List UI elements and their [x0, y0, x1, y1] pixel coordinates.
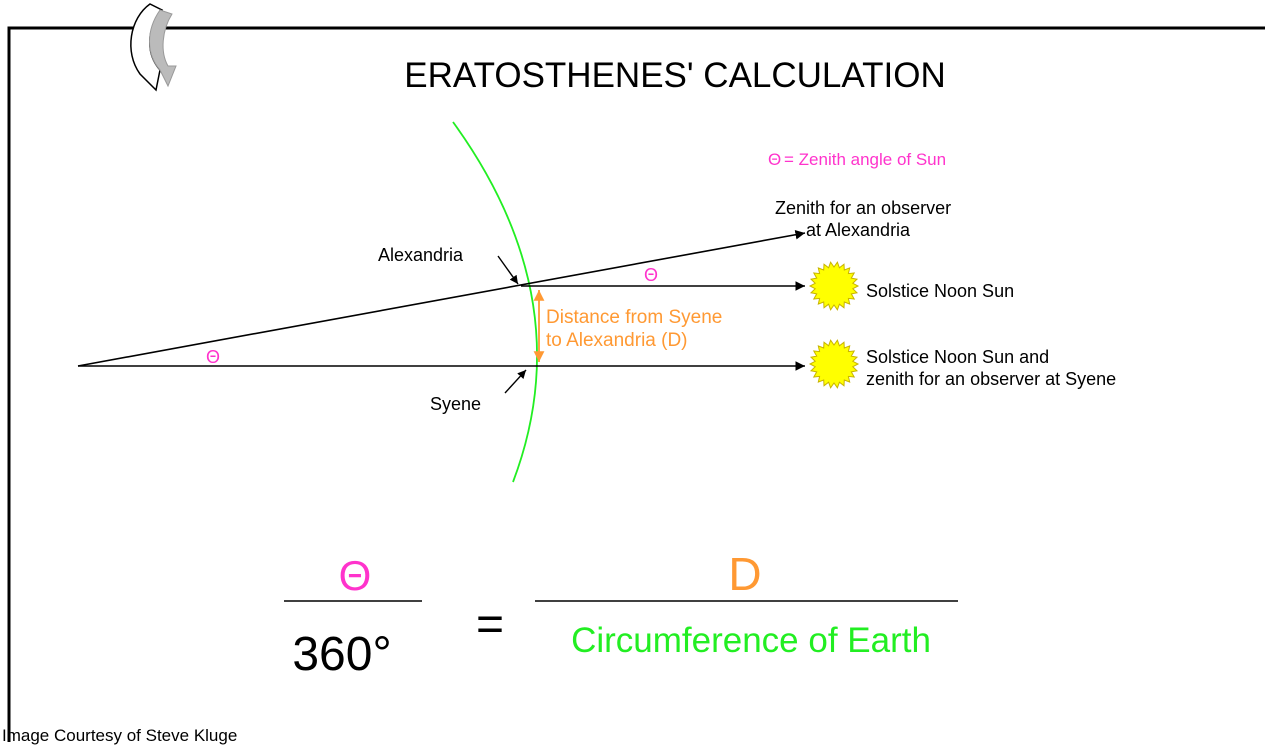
alexandria-pointer	[497, 255, 519, 285]
syene-label: Syene	[430, 394, 481, 414]
equation-d: D	[728, 548, 761, 600]
legend-text: = Zenith angle of Sun	[784, 150, 946, 169]
sun-icon-lower	[808, 339, 860, 389]
zenith-label-line2: at Alexandria	[806, 220, 911, 240]
alexandria-label: Alexandria	[378, 245, 464, 265]
syene-pointer	[504, 369, 527, 394]
equation-circumference: Circumference of Earth	[571, 621, 931, 660]
earth-surface-arc	[452, 121, 538, 483]
legend-theta: Θ	[768, 150, 781, 169]
equation-theta: Θ	[339, 552, 372, 599]
image-credit-caption: Image Courtesy of Steve Kluge	[2, 726, 238, 745]
sun-lower-label-line2: zenith for an observer at Syene	[866, 369, 1116, 389]
curved-arrow-icon[interactable]	[130, 3, 177, 92]
sun-icon-upper	[808, 261, 860, 311]
frame-border	[7, 26, 1265, 742]
zenith-ray-alexandria	[77, 230, 806, 367]
theta-upper-label: Θ	[644, 265, 658, 285]
sun-upper-label: Solstice Noon Sun	[866, 281, 1014, 301]
sun-lower-label-line1: Solstice Noon Sun and	[866, 347, 1049, 367]
theta-left-label: Θ	[206, 347, 220, 367]
distance-label-line1: Distance from Syene	[546, 307, 722, 328]
distance-label-line2: to Alexandria (D)	[546, 330, 688, 351]
zenith-label-line1: Zenith for an observer	[775, 198, 951, 218]
equation-equals: =	[476, 598, 504, 651]
equation-360: 360°	[292, 628, 391, 681]
diagram-title: ERATOSTHENES' CALCULATION	[404, 56, 946, 95]
